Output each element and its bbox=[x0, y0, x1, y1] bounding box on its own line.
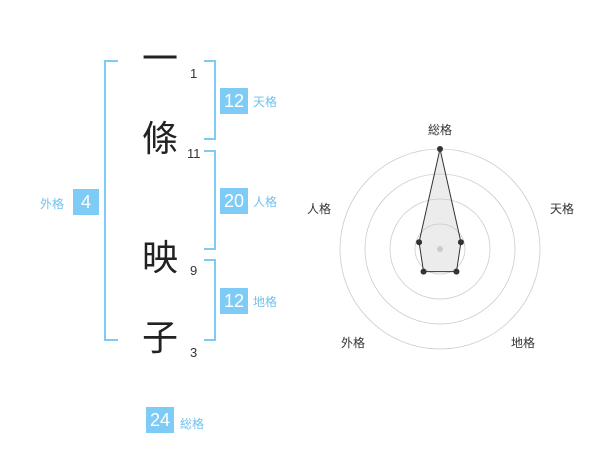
radar-ring bbox=[414, 223, 466, 275]
soukaku-label: 総格 bbox=[180, 417, 205, 431]
gaikaku-label: 外格 bbox=[40, 197, 65, 211]
stroke-count-1: 1 bbox=[190, 66, 198, 81]
tenkaku-label: 天格 bbox=[253, 95, 278, 109]
radar-point-4 bbox=[420, 268, 427, 275]
radar-axis-label-soukaku: 総格 bbox=[428, 123, 453, 137]
chikaku-value: 12 bbox=[220, 288, 248, 314]
radar-ring bbox=[389, 198, 491, 300]
name-char-4: 子 bbox=[141, 318, 178, 359]
radar-center-point bbox=[437, 246, 443, 252]
gaikaku-bracket bbox=[104, 60, 118, 341]
soukaku-value: 24 bbox=[146, 407, 174, 433]
radar-axis-label-jinkaku: 人格 bbox=[307, 202, 332, 216]
radar-point-5 bbox=[416, 239, 423, 246]
radar-point-3 bbox=[453, 268, 460, 275]
radar-axis-label-chikaku: 地格 bbox=[511, 336, 536, 350]
stroke-count-3: 9 bbox=[190, 263, 198, 278]
name-char-3: 映 bbox=[141, 238, 178, 279]
jinkaku-value: 20 bbox=[220, 188, 248, 214]
radar-axis-label-tenkaku: 天格 bbox=[550, 202, 575, 216]
radar-axis-label-gaikaku: 外格 bbox=[341, 336, 366, 350]
stroke-count-4: 3 bbox=[190, 345, 198, 360]
name-char-2: 條 bbox=[141, 119, 178, 160]
radar-ring bbox=[364, 173, 516, 325]
radar-polygon bbox=[418, 148, 462, 273]
gaikaku-value: 4 bbox=[73, 189, 99, 215]
chikaku-label: 地格 bbox=[253, 295, 278, 309]
stroke-count-2: 11 bbox=[187, 146, 201, 161]
radar-point-2 bbox=[457, 239, 464, 246]
tenkaku-bracket bbox=[204, 60, 216, 140]
radar-point-1 bbox=[437, 146, 443, 152]
jinkaku-bracket bbox=[204, 150, 216, 250]
chikaku-bracket bbox=[204, 259, 216, 341]
tenkaku-value: 12 bbox=[220, 88, 248, 114]
jinkaku-label: 人格 bbox=[253, 195, 278, 209]
name-char-1: 一 bbox=[141, 39, 178, 80]
